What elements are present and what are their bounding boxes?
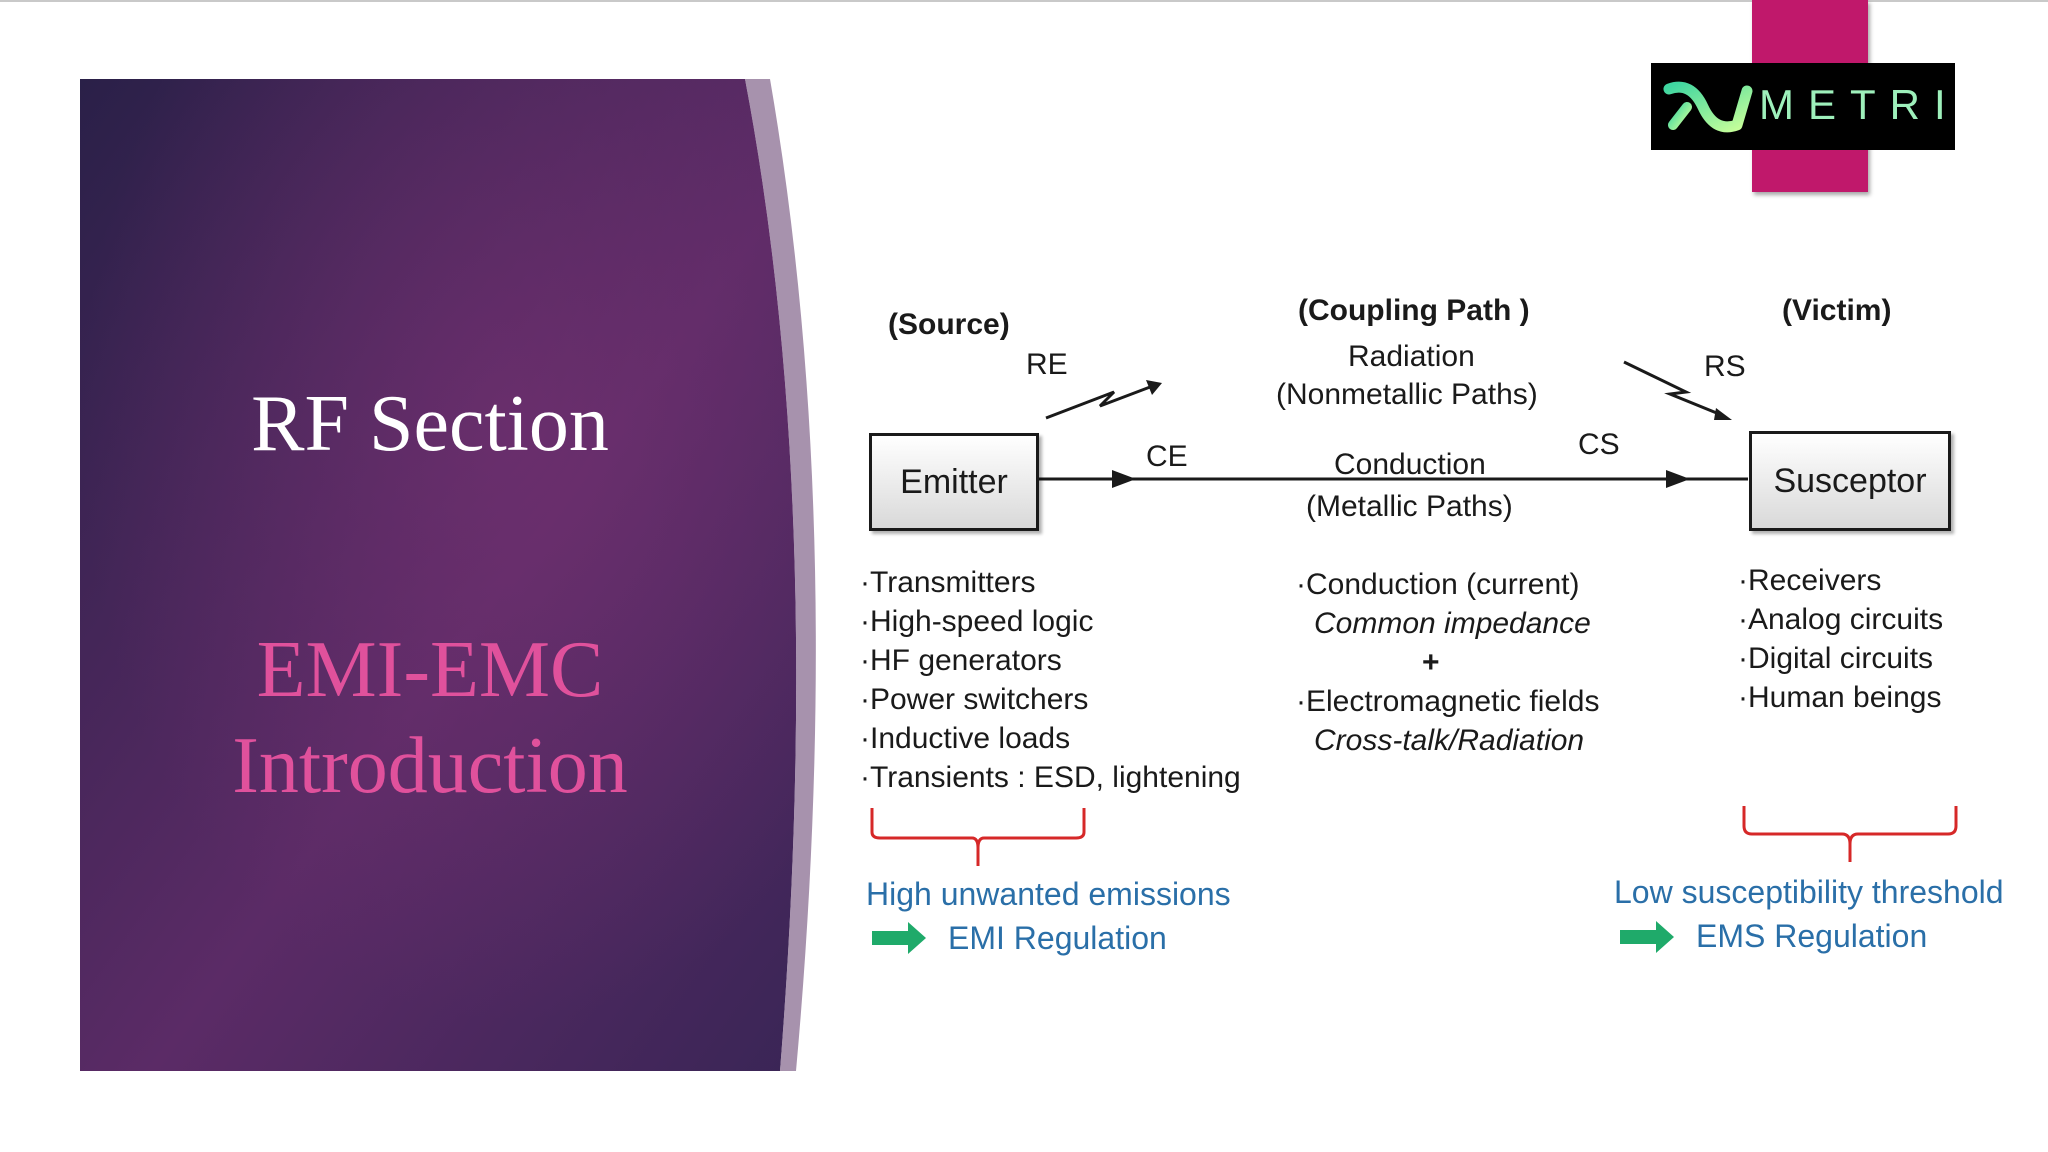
logo-wordmark: METRI <box>1759 81 1960 128</box>
subtitle-line-2: Introduction <box>232 722 628 810</box>
rs-arrowhead <box>1714 408 1732 420</box>
victim-item: ·Human beings <box>1738 681 1942 714</box>
title-panel: RF Section EMI-EMC Introduction <box>80 79 820 1071</box>
cs-label: CS <box>1578 428 1620 461</box>
slide-subtitle: EMI-EMC Introduction <box>80 622 780 814</box>
victim-item: ·Receivers <box>1738 564 1882 597</box>
metri-logo-icon <box>1663 81 1753 133</box>
re-arrowhead <box>1146 380 1162 395</box>
victim-item: ·Analog circuits <box>1738 603 1944 636</box>
logo: METRI <box>1651 63 1955 150</box>
source-item: ·Power switchers <box>860 683 1089 716</box>
coupling-heading: (Coupling Path ) <box>1298 294 1530 327</box>
re-label: RE <box>1026 348 1068 381</box>
coupling-item: ·Electromagnetic fields <box>1296 685 1600 718</box>
victim-brace <box>1742 806 1958 862</box>
coupling-item: Cross-talk/Radiation <box>1314 724 1585 757</box>
ems-green-arrow-icon <box>1620 921 1674 953</box>
source-item: ·Transients : ESD, lightening <box>860 761 1241 794</box>
source-item: ·Transmitters <box>860 566 1036 599</box>
ems-note: Low susceptibility threshold <box>1614 874 2004 910</box>
emi-regulation: EMI Regulation <box>948 920 1167 956</box>
source-item: ·Inductive loads <box>860 722 1071 755</box>
re-radiation-arrow <box>1045 382 1159 420</box>
coupling-item: ·Conduction (current) <box>1296 568 1580 601</box>
victim-heading: (Victim) <box>1782 294 1892 327</box>
rs-label: RS <box>1704 350 1746 383</box>
coupling-plus: + <box>1422 646 1440 679</box>
metallic-label: (Metallic Paths) <box>1306 490 1513 523</box>
top-border <box>0 0 2048 2</box>
source-brace <box>870 808 1086 866</box>
subtitle-line-1: EMI-EMC <box>256 626 604 714</box>
cs-arrowhead <box>1666 470 1690 488</box>
emi-note: High unwanted emissions <box>866 876 1231 912</box>
ce-label: CE <box>1146 440 1188 473</box>
nonmetallic-label: (Nonmetallic Paths) <box>1276 378 1538 411</box>
emitter-box: Emitter <box>869 433 1039 531</box>
conduction-label: Conduction <box>1334 448 1486 481</box>
slide-title: RF Section <box>251 380 609 468</box>
victim-item: ·Digital circuits <box>1738 642 1934 675</box>
rs-radiation-arrow <box>1623 360 1725 418</box>
emi-green-arrow-icon <box>872 922 926 954</box>
susceptor-box: Susceptor <box>1749 431 1951 531</box>
source-heading: (Source) <box>888 308 1010 341</box>
panel-background <box>80 79 816 1071</box>
radiation-label: Radiation <box>1348 340 1475 373</box>
source-item: ·HF generators <box>860 644 1062 677</box>
source-item: ·High-speed logic <box>860 605 1094 638</box>
coupling-item: Common impedance <box>1314 607 1591 640</box>
ems-regulation: EMS Regulation <box>1696 918 1928 954</box>
ce-arrowhead <box>1112 470 1136 488</box>
